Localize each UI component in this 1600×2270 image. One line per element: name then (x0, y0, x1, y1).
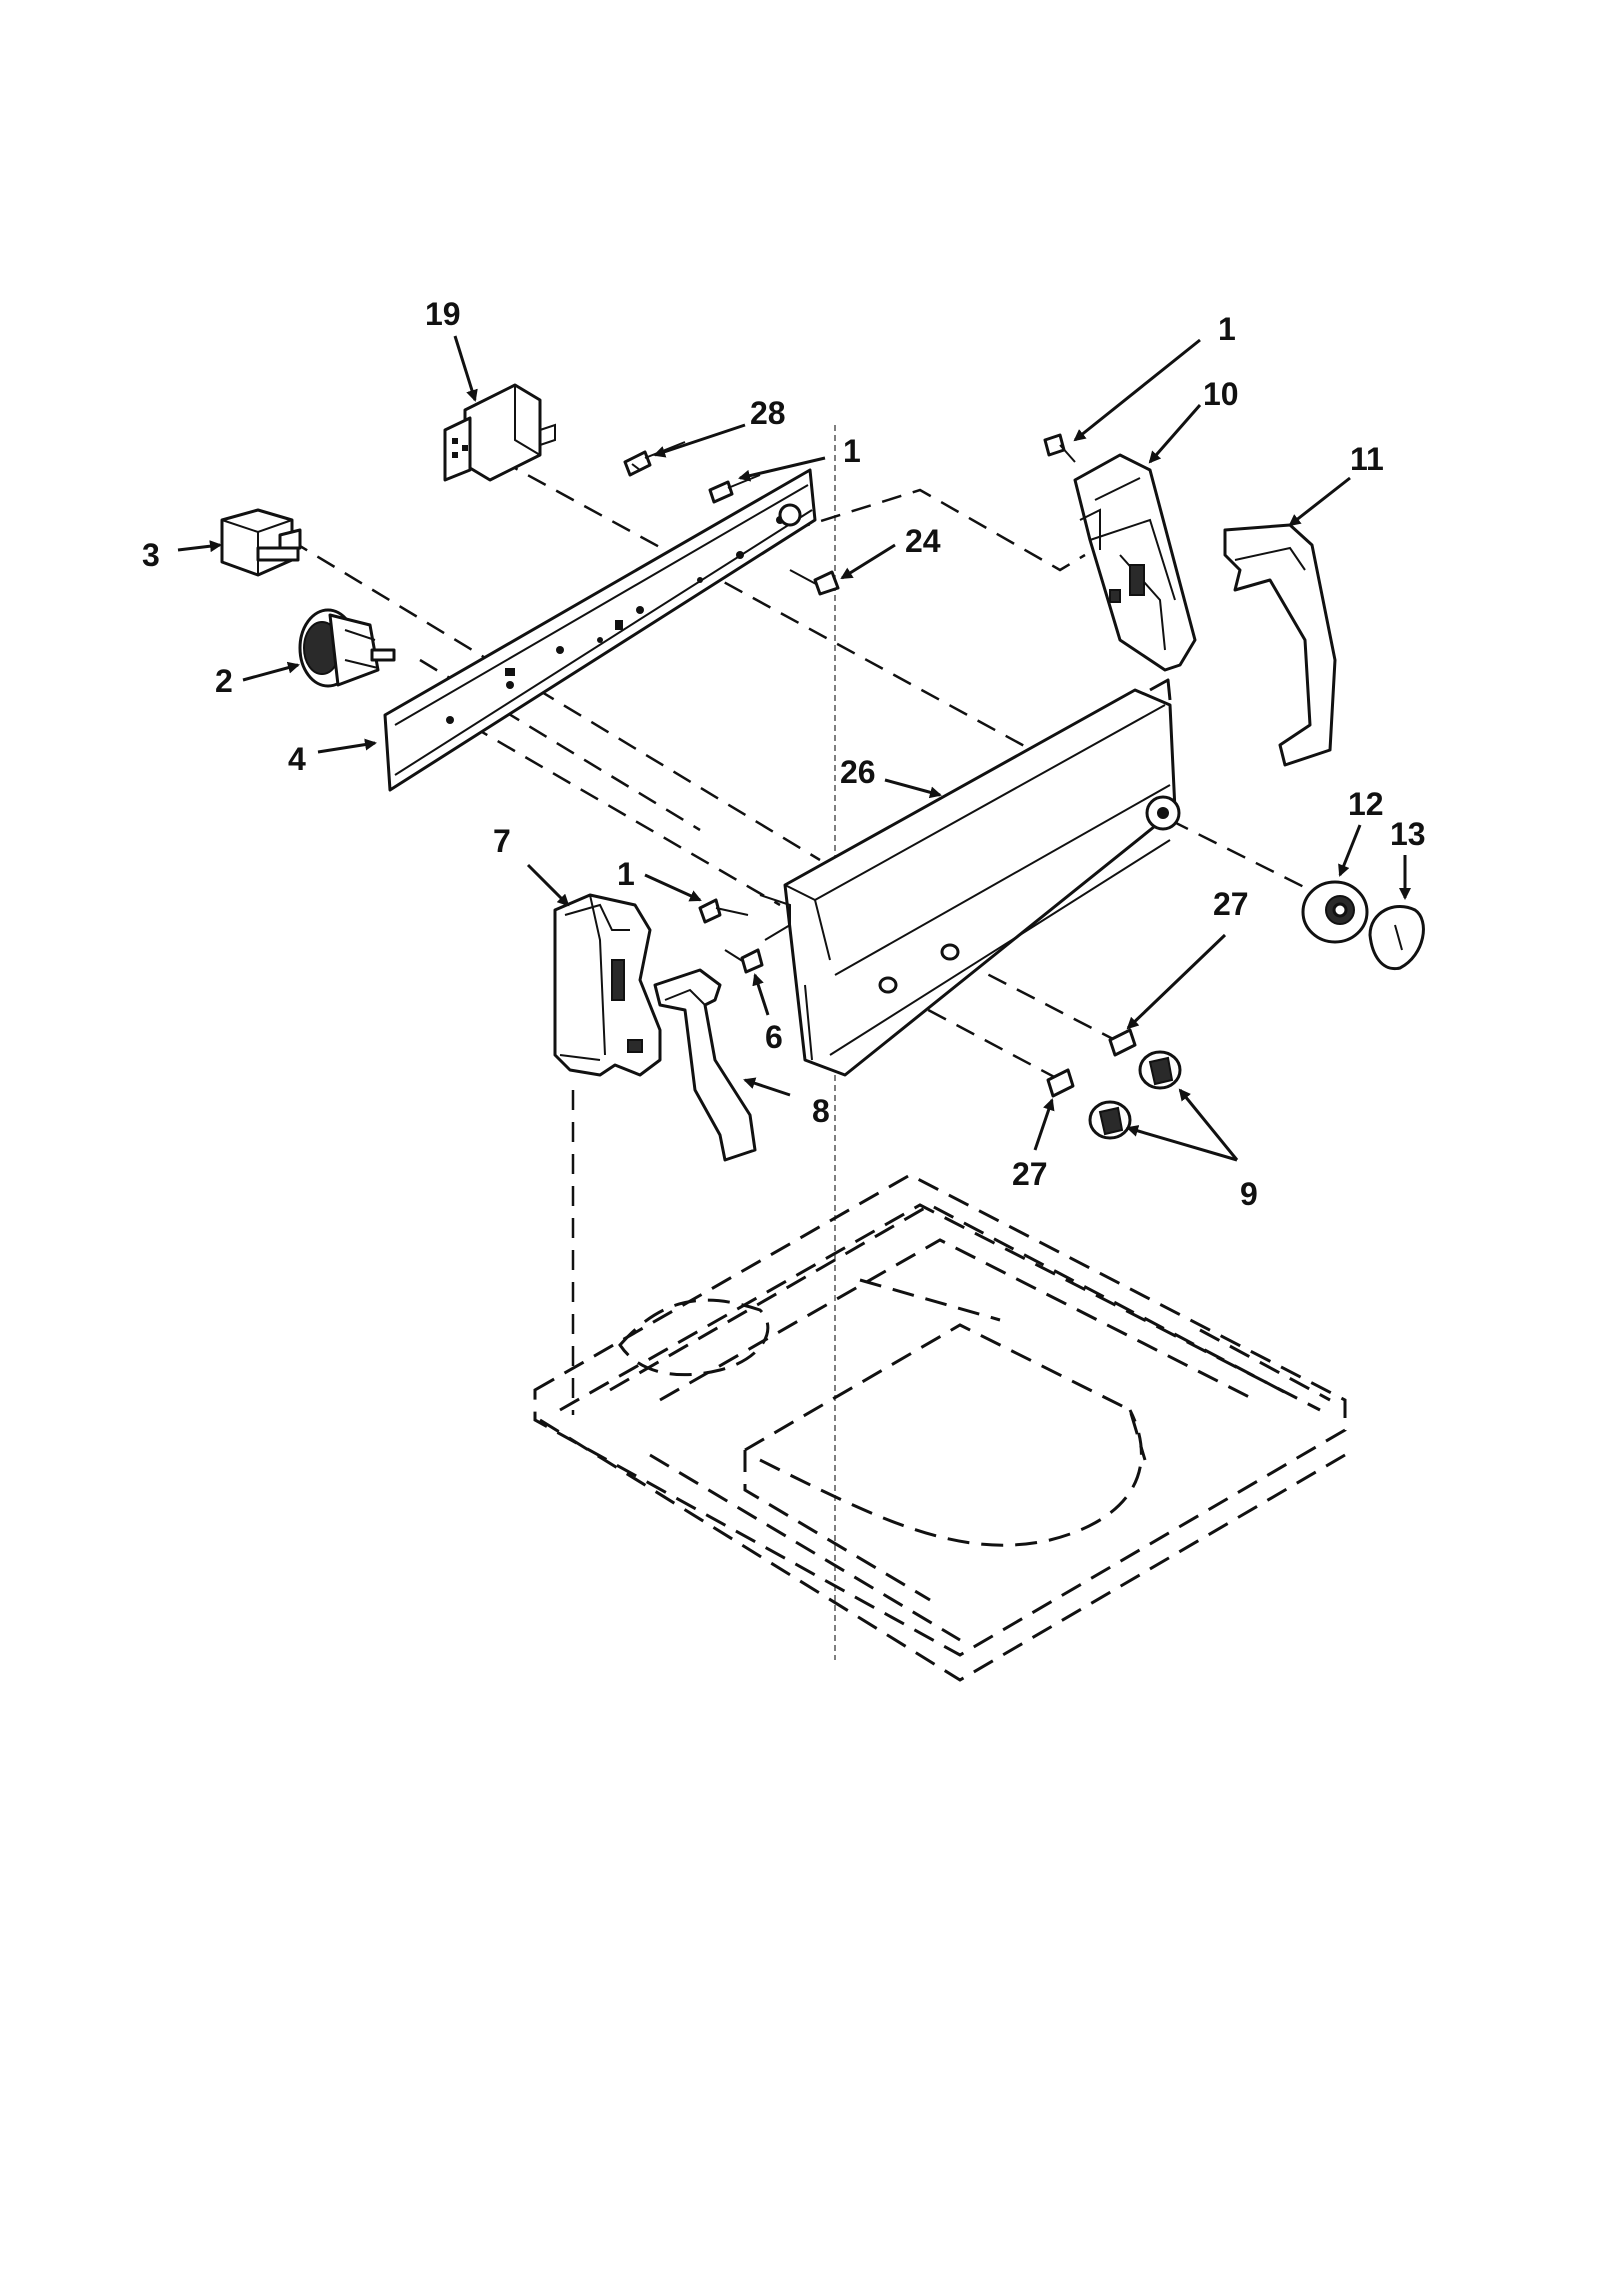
leader-26 (884, 778, 942, 799)
part-9-knob-lower (1088, 1100, 1132, 1140)
callout-27-upper: 27 (1213, 886, 1249, 922)
part-27-spring-upper (1108, 1028, 1137, 1057)
leader-28 (653, 423, 746, 458)
part-1-screw-upper (708, 474, 761, 504)
leader-8 (743, 1077, 791, 1097)
part-19-connector (443, 383, 556, 482)
leader-1-lower (644, 873, 702, 902)
leader-lines (177, 335, 1411, 1162)
callout-2: 2 (215, 663, 233, 699)
callout-10: 10 (1203, 376, 1239, 412)
callout-1-upper: 1 (843, 433, 861, 469)
callout-13: 13 (1390, 816, 1426, 852)
part-24-screw (789, 569, 840, 596)
part-10-end-bracket (1073, 453, 1197, 672)
leader-1-right (1073, 338, 1201, 442)
leader-24 (840, 543, 896, 580)
leader-10 (1148, 404, 1202, 464)
part-8-end-cap (653, 968, 757, 1162)
leader-1-upper (738, 456, 826, 482)
leader-11 (1288, 476, 1351, 527)
callout-24: 24 (905, 523, 941, 559)
callout-7: 7 (493, 823, 511, 859)
part-1-screw-right (1043, 433, 1076, 463)
leader-6 (752, 973, 770, 1016)
leader-19 (453, 335, 478, 402)
part-12-knob-skirt (1301, 880, 1369, 944)
callout-11: 11 (1350, 441, 1384, 477)
callout-4: 4 (288, 741, 306, 777)
callout-19: 19 (425, 296, 461, 332)
leader-2 (242, 661, 300, 682)
leader-9-b (1126, 1125, 1238, 1162)
leader-7 (526, 863, 570, 907)
part-7-end-bracket (553, 893, 662, 1077)
part-27-spring-lower (1046, 1068, 1075, 1098)
part-1-screw-lower (698, 898, 749, 924)
part-4-control-bracket (383, 468, 817, 792)
callout-26: 26 (840, 754, 876, 790)
part-26-console-panel (759, 678, 1181, 1077)
leader-9-a (1178, 1088, 1239, 1161)
callout-9: 9 (1240, 1176, 1258, 1212)
callout-1-lower: 1 (617, 856, 635, 892)
callout-labels: 19 28 1 1 10 11 3 24 2 4 26 12 13 7 1 27… (142, 296, 1426, 1212)
leader-12 (1338, 824, 1362, 877)
part-11-end-cap (1223, 523, 1337, 767)
callout-6: 6 (765, 1019, 783, 1055)
assembly-lines (289, 458, 1331, 1415)
callout-8: 8 (812, 1093, 830, 1129)
part-13-knob (1368, 904, 1425, 971)
callout-12: 12 (1348, 786, 1384, 822)
part-9-knob-upper (1138, 1050, 1182, 1090)
part-6-screw (724, 948, 764, 974)
leader-3 (177, 540, 222, 553)
console-base-outline (533, 1173, 1347, 1682)
callout-3: 3 (142, 537, 160, 573)
part-3-switch (220, 508, 302, 577)
callout-28: 28 (750, 395, 786, 431)
leader-27-upper (1126, 933, 1227, 1030)
callout-1-right: 1 (1218, 311, 1236, 347)
part-2-rotary-switch (298, 608, 396, 688)
leader-4 (317, 738, 377, 754)
callout-27-lower: 27 (1012, 1156, 1048, 1192)
leader-27-lower (1033, 1098, 1055, 1151)
